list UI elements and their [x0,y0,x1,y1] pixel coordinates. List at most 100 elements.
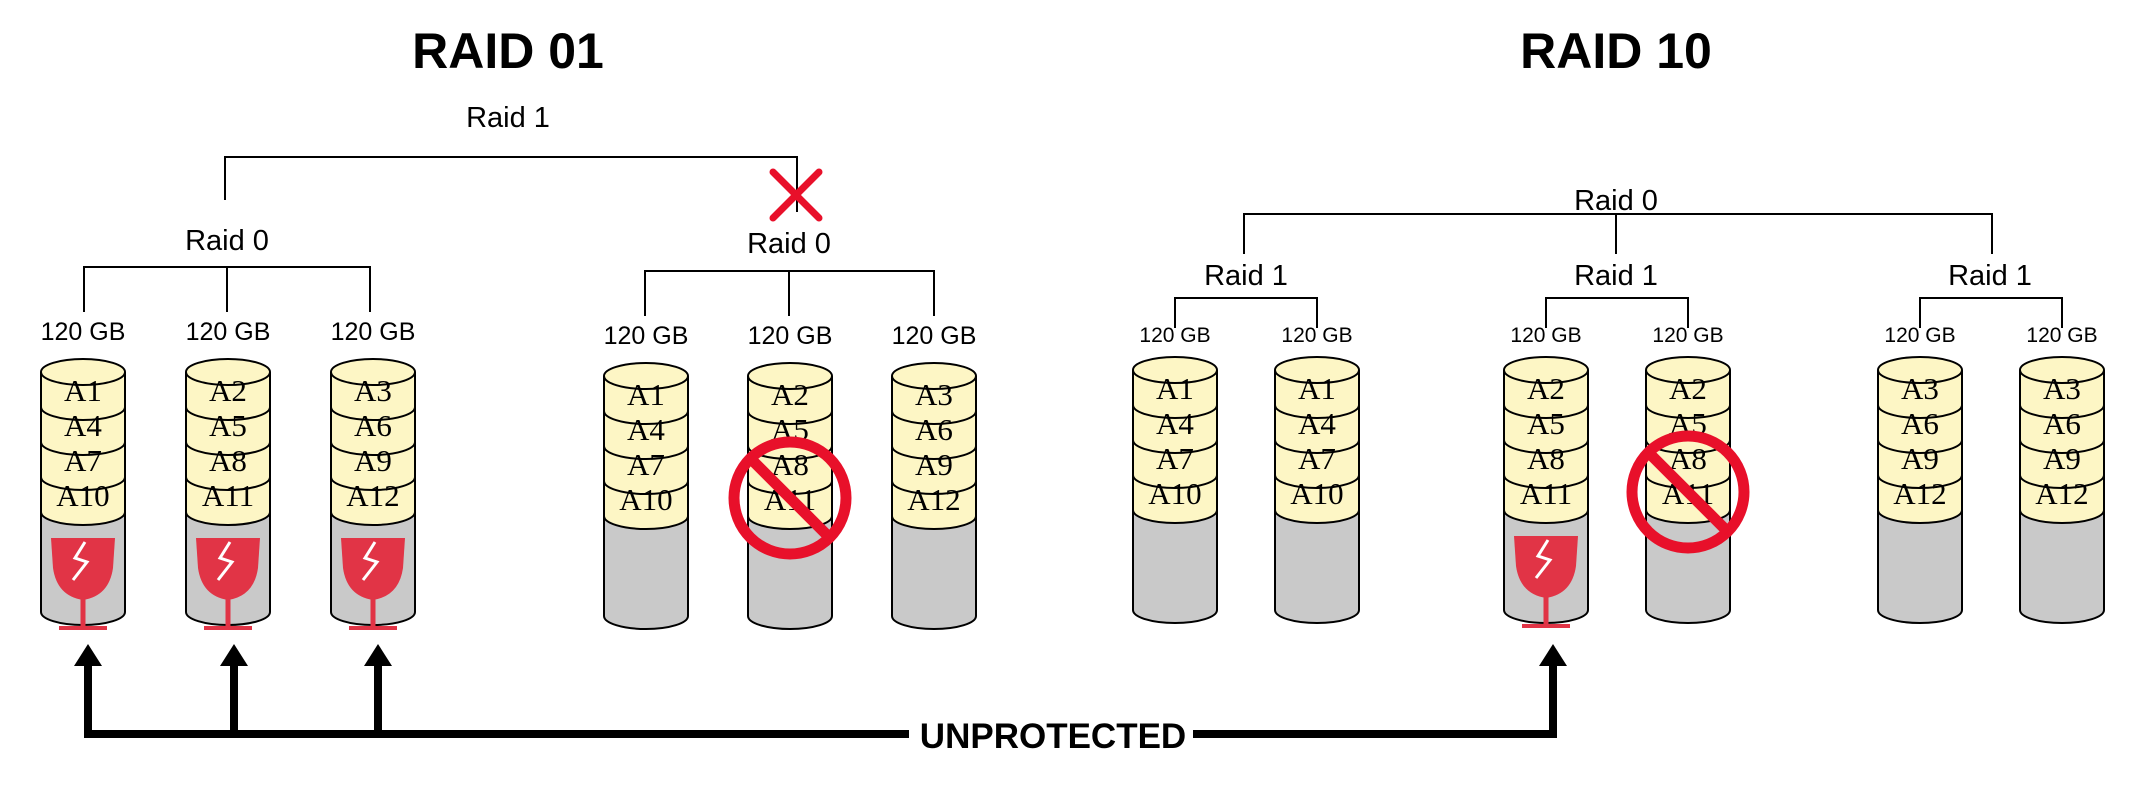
data-block: A12 [907,482,960,517]
arrow-up-icon [220,644,248,666]
fragile-glass-icon [196,538,260,630]
disk-top [2019,356,2105,384]
data-block: A9 [2043,441,2081,476]
raid01-tree: Raid 1 Raid 0 Raid 0 [83,102,935,316]
data-block: A10 [1148,476,1201,511]
arrow-up-icon [74,644,102,666]
data-block: A10 [56,478,109,513]
data-block: A9 [354,443,392,478]
data-block: A8 [209,443,247,478]
raid01-title: RAID 01 [412,23,604,79]
data-block: A10 [619,482,672,517]
data-block: A8 [771,447,809,482]
disk-data-area [1878,370,1962,523]
disk-data-area [186,372,270,525]
arrow-up-icon [1539,644,1567,666]
raid01-group-1-label: Raid 0 [185,225,269,257]
disk-top [1877,356,1963,384]
data-block: A4 [1298,406,1336,441]
data-block: A9 [915,447,953,482]
disk-capacity-label: 120 GB [1139,324,1210,347]
disk-capacity-label: 120 GB [2026,324,2097,347]
data-block: A1 [64,373,102,408]
disk-data-area [604,376,688,529]
disk-data-area [1504,370,1588,523]
unprotected-label: UNPROTECTED [920,717,1186,756]
data-block: A2 [771,377,809,412]
data-block: A7 [1156,441,1194,476]
prohibition-icon [1626,430,1750,554]
raid01-group-2-label: Raid 0 [747,228,831,260]
fragile-glass-icon [51,538,115,630]
disk-top [603,362,689,390]
data-block: A11 [1520,476,1572,511]
raid10-top-label: Raid 0 [1574,185,1658,217]
data-block: A12 [1893,476,1946,511]
raid01-top-label: Raid 1 [466,102,550,134]
disk-capacity-label: 120 GB [186,318,271,346]
data-block: A6 [1901,406,1939,441]
data-block: A9 [1901,441,1939,476]
raid10-group-1-label: Raid 1 [1204,260,1288,292]
disk-data-area [1275,370,1359,523]
data-block: A11 [202,478,254,513]
disk-capacity-label: 120 GB [41,318,126,346]
data-block: A6 [2043,406,2081,441]
disk-top [40,358,126,386]
fragile-glass-icon [341,538,405,630]
raid10-group-2-label: Raid 1 [1574,260,1658,292]
data-block: A3 [1901,371,1939,406]
data-block: A5 [1527,406,1565,441]
data-block: A4 [64,408,102,443]
disk-top [185,358,271,386]
disk-top [1645,356,1731,384]
disk-capacity-label: 120 GB [748,322,833,350]
disk-top [747,362,833,390]
data-block: A6 [915,412,953,447]
data-block: A5 [209,408,247,443]
disk-top [1274,356,1360,384]
disk-data-area [2020,370,2104,523]
data-block: A4 [1156,406,1194,441]
data-block: A4 [627,412,665,447]
disk-capacity-label: 120 GB [892,322,977,350]
data-block: A2 [1527,371,1565,406]
disk-capacity-label: 120 GB [331,318,416,346]
data-block: A3 [354,373,392,408]
data-block: A3 [2043,371,2081,406]
red-x-icon [769,168,823,222]
disk-top [891,362,977,390]
data-block: A1 [627,377,665,412]
disk-data-area [331,372,415,525]
raid10-title: RAID 10 [1520,23,1712,79]
disk-data-area [1133,370,1217,523]
data-block: A1 [1156,371,1194,406]
data-block: A7 [64,443,102,478]
arrow-up-icon [364,644,392,666]
data-block: A8 [1527,441,1565,476]
disk-top [330,358,416,386]
disk-data-area [41,372,125,525]
raid10-tree: Raid 0 Raid 1 Raid 1 Raid 1 [1174,185,2063,328]
disk-data-area [1646,370,1730,523]
raid10-group-3-label: Raid 1 [1948,260,2032,292]
data-block: A7 [627,447,665,482]
prohibition-icon [728,436,852,560]
disk-data-area [892,376,976,529]
data-block: A8 [1669,441,1707,476]
disk-data-area [748,376,832,529]
disk-top [1503,356,1589,384]
